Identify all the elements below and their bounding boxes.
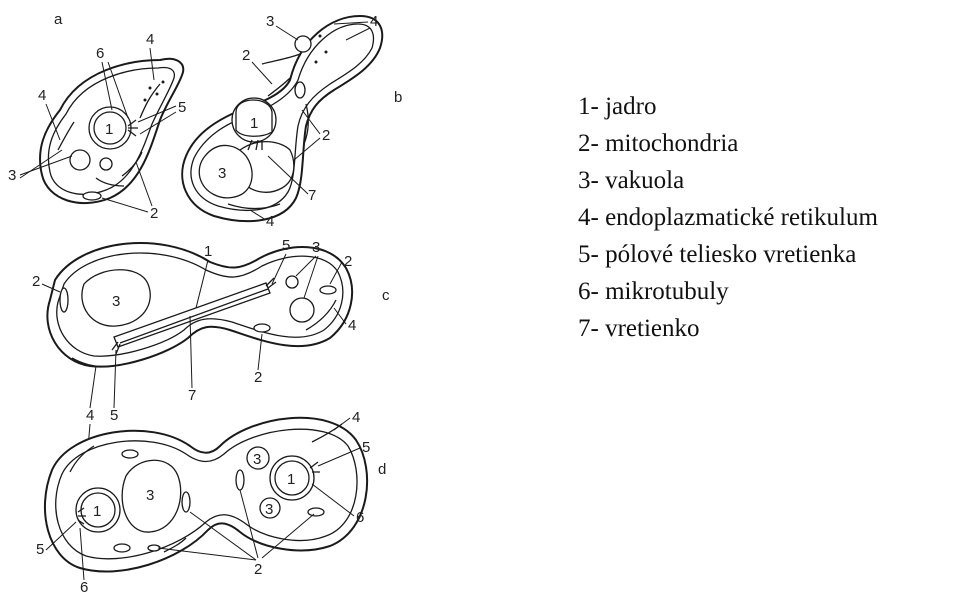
callout-c-4-right: 4	[348, 317, 356, 334]
callout-d-3-left: 3	[146, 487, 154, 504]
callout-a-2: 2	[150, 205, 158, 222]
callout-d-5-right: 5	[362, 439, 370, 456]
callout-d-2: 2	[254, 561, 262, 578]
legend-item-nucleus: 1- jadro	[578, 88, 878, 125]
callout-d-3-upper: 3	[253, 451, 261, 468]
callout-d-5-left: 5	[36, 541, 44, 558]
callout-c-1: 1	[204, 243, 212, 260]
legend-item-mitochondria: 2- mitochondria	[578, 125, 878, 162]
callout-c-3-right: 3	[312, 239, 320, 256]
callout-a-3: 3	[8, 167, 16, 184]
callout-a-4-left: 4	[38, 87, 46, 104]
panel-label-b: b	[394, 89, 402, 106]
panel-label-d: d	[378, 461, 386, 478]
panel-c-cell	[47, 243, 352, 367]
legend: 1- jadro 2- mitochondria 3- vakuola 4- e…	[578, 88, 878, 347]
callout-b-2-top: 2	[242, 47, 250, 64]
panel-label-a: a	[54, 11, 63, 28]
panel-d-cell	[45, 418, 367, 572]
callout-b-2-right: 2	[322, 127, 330, 144]
callout-c-2-low: 2	[254, 369, 262, 386]
callout-c-2-left: 2	[32, 273, 40, 290]
callout-b-4-top: 4	[370, 13, 378, 30]
callout-d-1-right: 1	[287, 471, 295, 488]
callout-d-6-left: 6	[80, 579, 88, 596]
callout-c-4-left: 4	[86, 407, 94, 424]
callout-a-4-top: 4	[146, 31, 154, 48]
legend-item-vacuole: 3- vakuola	[578, 162, 878, 199]
callout-d-3-lower: 3	[265, 501, 273, 518]
callout-c-3-left: 3	[112, 293, 120, 310]
callout-c-7: 7	[188, 387, 196, 404]
panel-b-cell	[182, 16, 382, 221]
callout-b-4-low: 4	[266, 213, 274, 230]
callout-b-7: 7	[308, 187, 316, 204]
callout-b-3-top: 3	[266, 13, 274, 30]
callout-c-2-right: 2	[344, 253, 352, 270]
callout-a-5: 5	[178, 99, 186, 116]
callout-b-1: 1	[250, 115, 258, 132]
legend-item-endoplasmic-reticulum: 4- endoplazmatické retikulum	[578, 199, 878, 236]
legend-item-microtubules: 6- mikrotubuly	[578, 273, 878, 310]
legend-item-spindle-pole-body: 5- pólové teliesko vretienka	[578, 236, 878, 273]
callout-b-3-low: 3	[218, 165, 226, 182]
callout-a-6: 6	[96, 45, 104, 62]
callout-d-4: 4	[352, 409, 360, 426]
callout-d-1-left: 1	[93, 503, 101, 520]
legend-item-spindle: 7- vretienko	[578, 310, 878, 347]
callout-c-5-top: 5	[282, 237, 290, 254]
callout-c-5-low: 5	[110, 407, 118, 424]
callout-a-1: 1	[105, 121, 113, 138]
callout-d-6-right: 6	[356, 509, 364, 526]
panel-label-c: c	[382, 287, 390, 304]
